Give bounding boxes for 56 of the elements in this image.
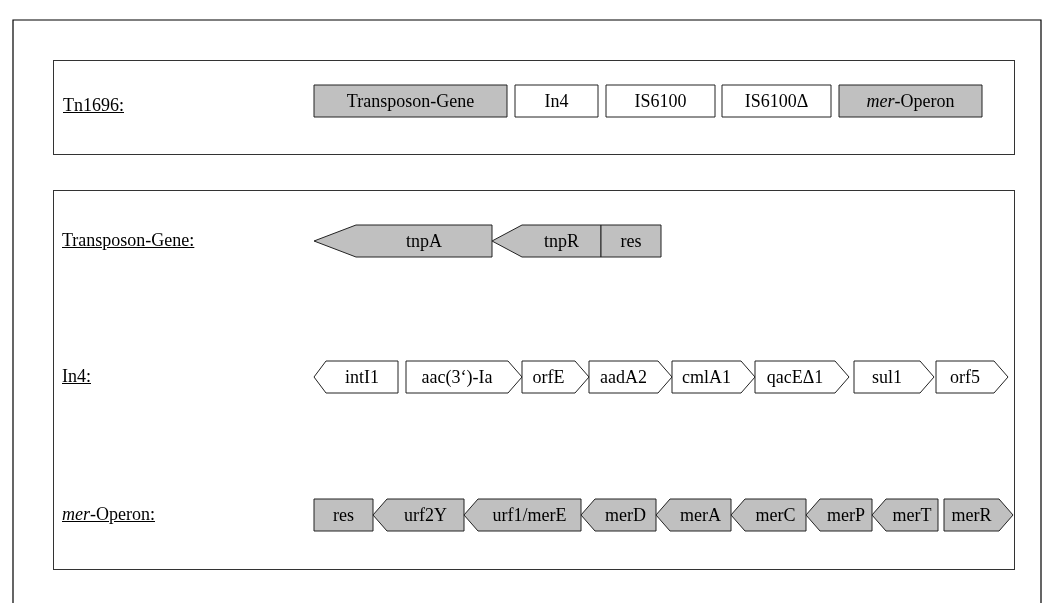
gene-label: mer-Operon	[865, 89, 956, 113]
gene-label: intI1	[344, 365, 380, 389]
gene-label: urf1/merE	[491, 503, 568, 527]
gene-label: qacEΔ1	[765, 365, 825, 389]
gene-block	[722, 85, 831, 117]
gene-label: tnpR	[543, 229, 580, 253]
gene-label: merT	[891, 503, 933, 527]
gene-label: merR	[950, 503, 993, 527]
gene-label: aac(3‘)-Ia	[420, 365, 494, 389]
gene-label: orfE	[531, 365, 566, 389]
gene-block	[839, 85, 982, 117]
gene-block	[406, 361, 522, 393]
gene-label: Transposon-Gene	[345, 89, 476, 113]
gene-label: IS6100Δ	[743, 89, 810, 113]
gene-label: merC	[754, 503, 797, 527]
gene-block	[854, 361, 934, 393]
gene-block	[492, 225, 601, 257]
gene-block	[806, 499, 872, 531]
gene-block	[872, 499, 938, 531]
gene-block	[672, 361, 755, 393]
gene-block	[314, 85, 507, 117]
gene-label: IS6100	[633, 89, 688, 113]
gene-label: aadA2	[599, 365, 648, 389]
gene-block	[464, 499, 581, 531]
gene-block	[606, 85, 715, 117]
gene-block	[373, 499, 464, 531]
row-label: In4:	[62, 366, 91, 387]
element-label: Tn1696:	[63, 95, 124, 116]
gene-label: orf5	[949, 365, 981, 389]
panel-frame	[53, 190, 1015, 570]
gene-block	[314, 499, 373, 531]
gene-block	[314, 225, 492, 257]
gene-label: tnpA	[405, 229, 443, 253]
gene-label: merP	[826, 503, 866, 527]
row-label: mer-Operon:	[62, 504, 155, 525]
gene-block	[589, 361, 672, 393]
row-label: Transposon-Gene:	[62, 230, 195, 251]
gene-label: res	[619, 229, 643, 253]
gene-block	[601, 225, 661, 257]
gene-label: sul1	[871, 365, 903, 389]
gene-label: res	[332, 503, 355, 527]
gene-block	[656, 499, 731, 531]
gene-block	[314, 361, 398, 393]
gene-block	[522, 361, 589, 393]
panel-frame	[53, 60, 1015, 155]
gene-block	[755, 361, 849, 393]
gene-label: merA	[679, 503, 722, 527]
gene-label: merD	[604, 503, 647, 527]
gene-label: cmlA1	[681, 365, 732, 389]
gene-block	[515, 85, 598, 117]
gene-block	[731, 499, 806, 531]
gene-label: In4	[543, 89, 570, 113]
gene-label: urf2Y	[403, 503, 448, 527]
gene-block	[581, 499, 656, 531]
gene-block	[936, 361, 1008, 393]
gene-block	[944, 499, 1013, 531]
